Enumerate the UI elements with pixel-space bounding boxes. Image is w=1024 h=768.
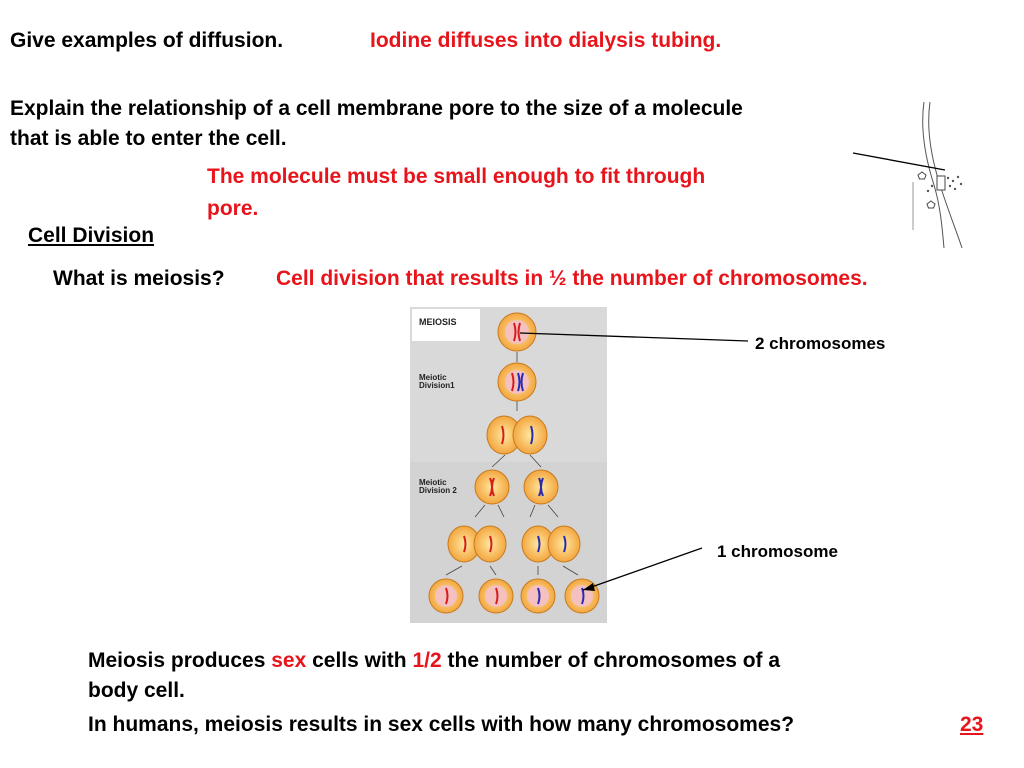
callout-two-chromosomes: 2 chromosomes [755, 334, 886, 353]
callout-one-chromosome: 1 chromosome [717, 542, 838, 561]
cell-row-2 [497, 362, 537, 402]
diagram-title: MEIOSIS [419, 317, 457, 327]
summary-line1: Meiosis produces sex cells with 1/2 the … [88, 647, 780, 674]
callout-line-top [519, 332, 749, 342]
cell-row-5 [447, 525, 581, 563]
diffusion-question: Give examples of diffusion. [10, 29, 284, 52]
molecule-icon [926, 200, 936, 209]
pore-answer-line1: The molecule must be small enough to fit… [207, 165, 706, 188]
meiosis-answer: Cell division that results in ½ the numb… [276, 267, 868, 290]
summary-line2: body cell. [88, 679, 185, 702]
summary-text-a: Meiosis produces [88, 649, 272, 672]
meiosis-diagram: MEIOSIS Meiotic Division1 Meiotic Divisi… [410, 307, 607, 623]
pore-answer-line2: pore. [207, 197, 259, 220]
section-heading: Cell Division [28, 224, 155, 247]
stage1-label: Meiotic Division1 [419, 373, 455, 391]
chromosome-count-answer: 23 [960, 713, 984, 736]
stage2-label: Meiotic Division 2 [419, 478, 457, 496]
pore-icon [936, 175, 946, 191]
arrow-head-icon [583, 583, 595, 591]
cell-row-3 [486, 415, 548, 455]
summary-half-highlight: 1/2 [412, 649, 442, 672]
pore-pointer-line [852, 152, 946, 171]
summary-text-c: cells with [306, 649, 413, 672]
diffusion-answer: Iodine diffuses into dialysis tubing. [370, 29, 722, 52]
summary-text-e: the number of chromosomes of a [441, 649, 781, 672]
diagram-title-box [412, 309, 480, 341]
pore-question-line2: that is able to enter the cell. [10, 127, 287, 150]
callout-line-bottom [582, 547, 703, 591]
meiosis-cells [428, 312, 600, 614]
cell-row-4 [474, 469, 559, 505]
chromosome-count-question: In humans, meiosis results in sex cells … [88, 713, 795, 736]
summary-sex-highlight: sex [271, 649, 307, 672]
cell-row-1 [497, 312, 537, 352]
pore-question-line1: Explain the relationship of a cell membr… [10, 97, 743, 120]
meiosis-question: What is meiosis? [53, 267, 225, 290]
molecule-icon [917, 171, 927, 180]
cell-row-6 [428, 578, 600, 614]
